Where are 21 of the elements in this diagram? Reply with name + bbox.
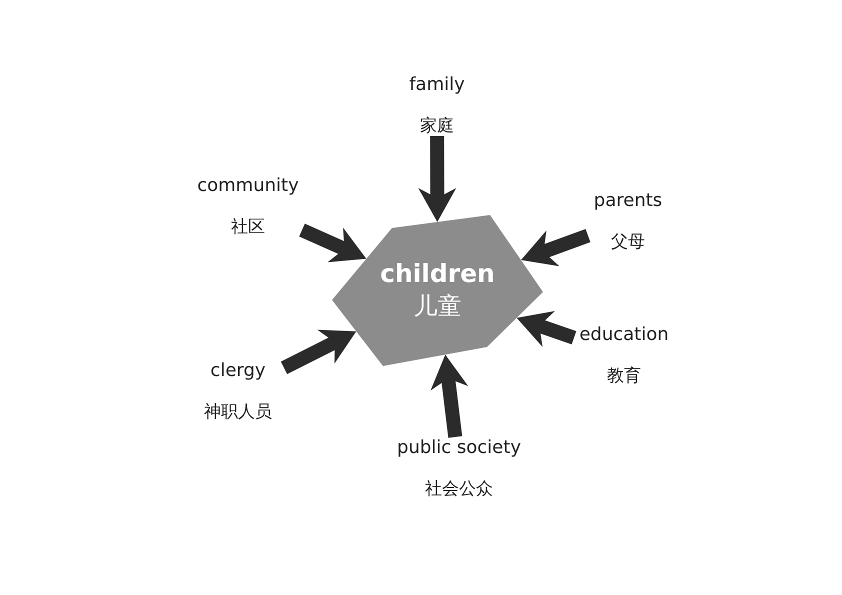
- chinese-label: 神职人员: [204, 402, 272, 422]
- chinese-label: 社会公众: [425, 478, 493, 499]
- english-label: education: [579, 324, 669, 346]
- english-label: clergy: [210, 360, 266, 382]
- english-label: parents: [594, 190, 662, 212]
- english-label: community: [197, 175, 299, 197]
- arrow: [299, 224, 366, 262]
- chinese-label: 父母: [611, 232, 645, 252]
- arrow: [521, 229, 590, 266]
- node-title: children: [380, 258, 495, 289]
- chinese-label: 家庭: [420, 116, 454, 136]
- node-subtitle: 儿童: [414, 290, 462, 322]
- arrow: [418, 136, 456, 222]
- hexagon-node: [332, 215, 543, 366]
- chinese-label: 社区: [231, 216, 265, 237]
- arrow: [516, 311, 576, 347]
- chinese-label: 教育: [607, 366, 641, 386]
- arrow: [280, 330, 356, 374]
- arrow: [430, 354, 468, 438]
- english-label: family: [409, 74, 465, 96]
- english-label: public society: [397, 437, 521, 459]
